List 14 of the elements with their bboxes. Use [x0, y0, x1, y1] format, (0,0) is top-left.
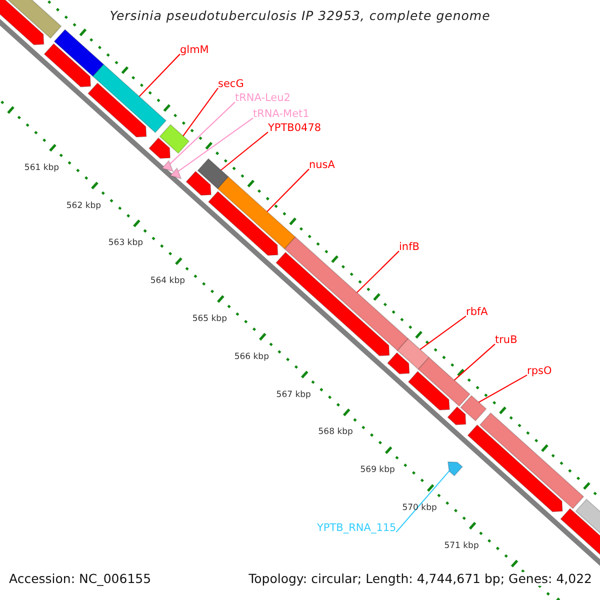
scale-label: 567 kbp	[276, 390, 311, 400]
scale-label: 570 kbp	[402, 504, 437, 514]
genome-info-text: Topology: circular; Length: 4,744,671 bp; Genes: 4,022	[248, 572, 592, 586]
scale-label: 566 kbp	[234, 352, 269, 363]
title: Yersinia pseudotuberculosis IP 32953, complete genome	[108, 9, 492, 24]
scale-label: 563 kbp	[108, 240, 144, 250]
scale-label: 571 kbp	[444, 542, 479, 552]
accession-text: Accession: NC_006155	[9, 572, 152, 586]
scale-label: 568 kbp	[318, 428, 353, 438]
scale-label: 562 kbp	[66, 202, 102, 212]
scale-label: 565 kbp	[192, 315, 227, 325]
scale-label: 564 kbp	[150, 277, 185, 288]
scale-label: 561 kbp	[24, 164, 60, 174]
scale-label: 569 kbp	[360, 466, 395, 476]
